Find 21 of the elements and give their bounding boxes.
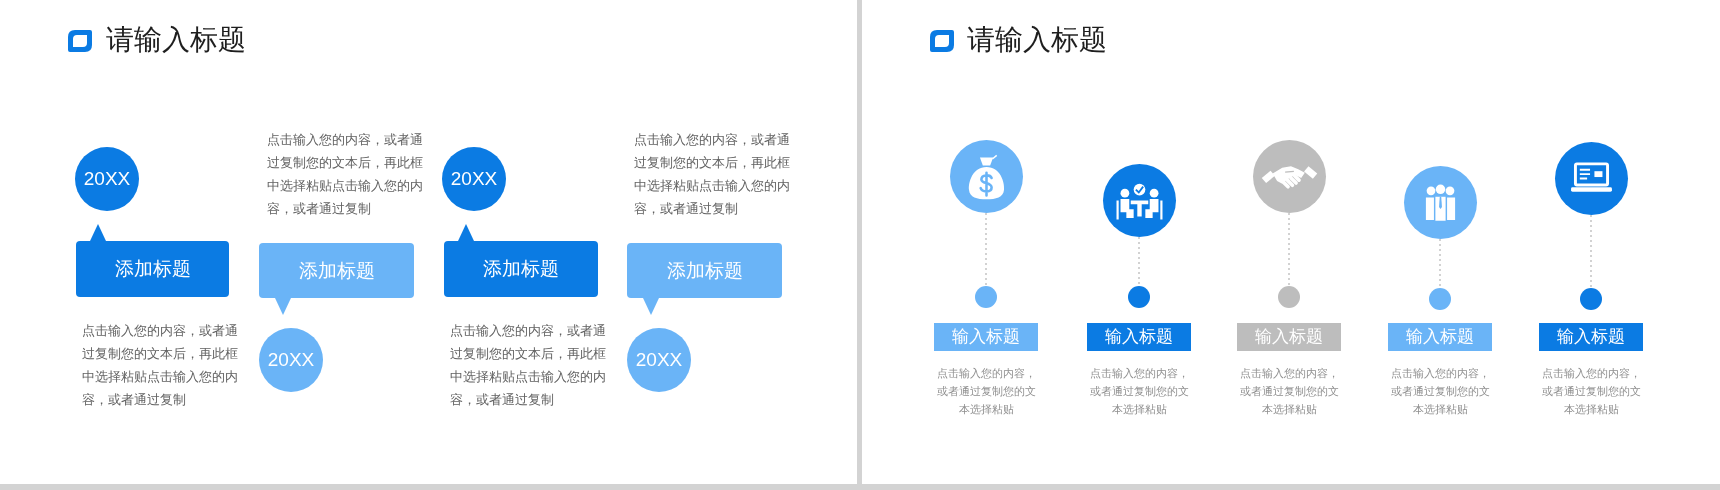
description-text: 点击输入您的内容，或者通过复制您的文本选择粘贴 bbox=[1088, 366, 1190, 417]
slide-title: 请输入标题 bbox=[967, 23, 1107, 57]
description-text: 点击输入您的内容，或者通过复制您的文本后，再此框中选择粘贴点击输入您的内容，或者通过复制 bbox=[82, 323, 239, 409]
dotted-connector bbox=[1288, 212, 1290, 287]
title-banner: 输入标题 bbox=[1388, 323, 1492, 351]
description-text: 点击输入您的内容，或者通过复制您的文本后，再此框中选择粘贴点击输入您的内容，或者通过复制 bbox=[634, 132, 791, 218]
description-text: 点击输入您的内容，或者通过复制您的文本后，再此框中选择粘贴点击输入您的内容，或者通过复制 bbox=[450, 323, 607, 409]
dotted-connector bbox=[1590, 214, 1592, 289]
description-text: 点击输入您的内容，或者通过复制您的文本选择粘贴 bbox=[1540, 366, 1642, 417]
slide-title: 请输入标题 bbox=[106, 23, 246, 57]
title-banner: 输入标题 bbox=[1237, 323, 1341, 351]
title-banner: 输入标题 bbox=[1087, 323, 1191, 351]
description-text: 点击输入您的内容，或者通过复制您的文本选择粘贴 bbox=[1389, 366, 1491, 417]
description-text: 点击输入您的内容，或者通过复制您的文本选择粘贴 bbox=[935, 366, 1037, 417]
dotted-connector bbox=[1138, 236, 1140, 287]
title-banner: 输入标题 bbox=[1539, 323, 1643, 351]
description-text: 点击输入您的内容，或者通过复制您的文本选择粘贴 bbox=[1238, 366, 1340, 417]
title-banner: 输入标题 bbox=[934, 323, 1038, 351]
description-text: 点击输入您的内容，或者通过复制您的文本后，再此框中选择粘贴点击输入您的内容，或者通过复制 bbox=[267, 132, 424, 218]
dotted-connector bbox=[1439, 238, 1441, 289]
dotted-connector bbox=[985, 212, 987, 287]
